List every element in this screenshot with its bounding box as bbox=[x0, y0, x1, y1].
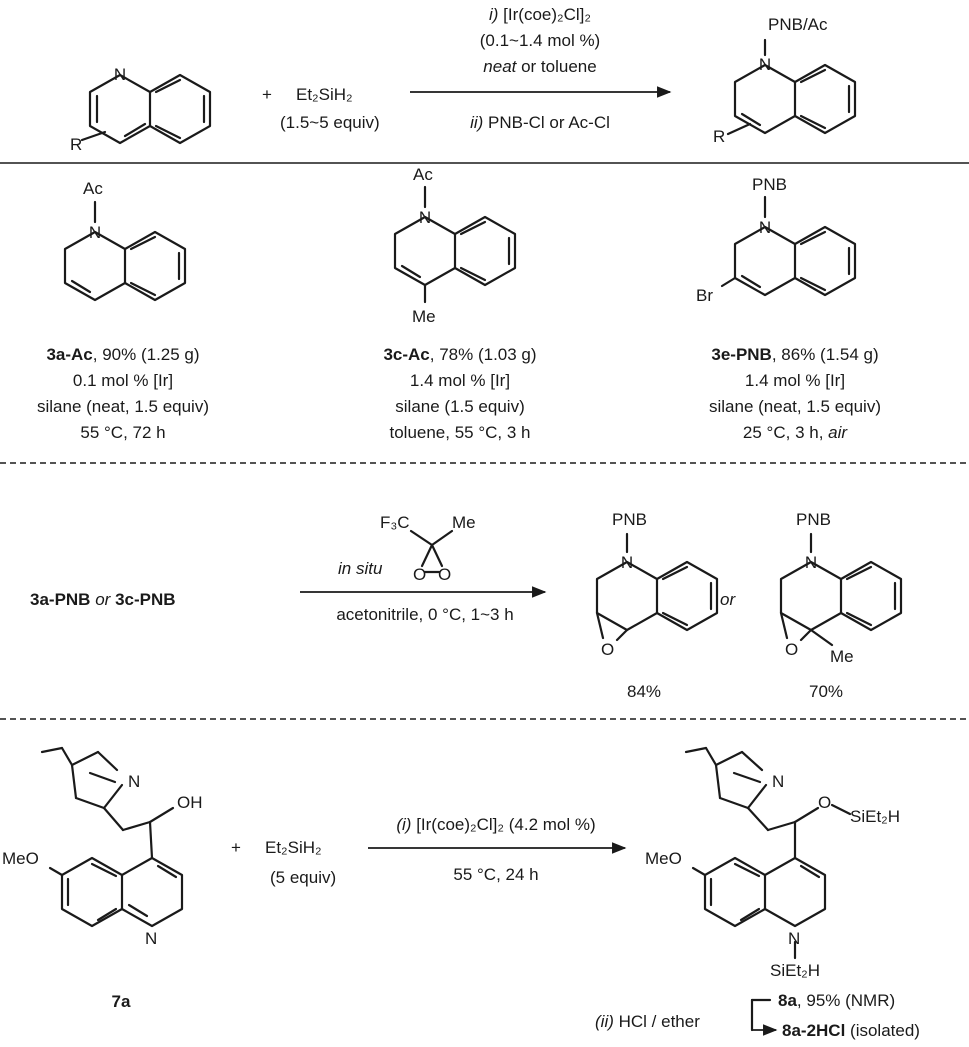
row1-reactant-n: N bbox=[114, 65, 126, 84]
row3-product2-yield: 70% bbox=[809, 682, 843, 701]
row3-dioxirane bbox=[409, 529, 454, 574]
row2-item2-l1: 1.4 mol % [Ir] bbox=[410, 371, 510, 390]
row3-product2-me: Me bbox=[830, 647, 854, 666]
row3-reagent-o1: O bbox=[413, 565, 426, 584]
row2-item2-title: 3c-Ac, 78% (1.03 g) bbox=[383, 345, 536, 364]
row1-reactant-quinoline bbox=[80, 73, 212, 145]
row1-product-n: N bbox=[759, 55, 771, 74]
row4-prod-si2: SiEt₂H bbox=[770, 961, 820, 980]
row1-product-r: R bbox=[713, 127, 725, 146]
row2-item3-title: 3e-PNB, 86% (1.54 g) bbox=[711, 345, 878, 364]
row4-result-8a: 8a, 95% (NMR) bbox=[778, 991, 895, 1010]
row2-item3-top: PNB bbox=[752, 175, 787, 194]
row4-starting-material-quinine bbox=[40, 746, 184, 928]
row3-reagent-o2: O bbox=[438, 565, 451, 584]
row1-product-dihydroquinoline bbox=[726, 38, 857, 136]
row3-reactants: 3a-PNB or 3c-PNB bbox=[30, 590, 176, 609]
row3-reagent-me: Me bbox=[452, 513, 476, 532]
row4-sm-label: 7a bbox=[112, 992, 131, 1011]
row2-item2-l2: silane (1.5 equiv) bbox=[395, 397, 524, 416]
row3-product1-o: O bbox=[601, 640, 614, 659]
row3-product1-n: N bbox=[621, 553, 633, 572]
row2-item3-l3: 25 °C, 3 h, air bbox=[743, 423, 848, 442]
row4-sm-n2: N bbox=[145, 929, 157, 948]
row3-product1-yield: 84% bbox=[627, 682, 661, 701]
row3-condition: acetonitrile, 0 °C, 1~3 h bbox=[336, 605, 513, 624]
row4-prod-meo: MeO bbox=[645, 849, 682, 868]
row2-item1-top: Ac bbox=[83, 179, 103, 198]
row4-plus: + bbox=[231, 838, 241, 857]
row4-silane-equiv: (5 equiv) bbox=[270, 868, 336, 887]
row3-product1-epoxide bbox=[595, 532, 719, 642]
row2-item1-l1: 0.1 mol % [Ir] bbox=[73, 371, 173, 390]
row3-product2-epoxide bbox=[779, 532, 903, 647]
row4-prod-o: O bbox=[818, 793, 831, 812]
row1-plus: + bbox=[262, 85, 272, 104]
row4-prod-n1: N bbox=[772, 772, 784, 791]
row2-product-3c-ac bbox=[393, 185, 517, 304]
row1-reactant-r: R bbox=[70, 135, 82, 154]
row2-item2-l3: toluene, 55 °C, 3 h bbox=[389, 423, 530, 442]
row2-item1-n: N bbox=[89, 223, 101, 242]
row4-result-8a-2hcl: 8a-2HCl (isolated) bbox=[782, 1021, 920, 1040]
row2-item2-top: Ac bbox=[413, 165, 433, 184]
row4-prod-si1: SiEt₂H bbox=[850, 807, 900, 826]
row2-item3-l2: silane (neat, 1.5 equiv) bbox=[709, 397, 881, 416]
row2-item3-l1: 1.4 mol % [Ir] bbox=[745, 371, 845, 390]
row2-item2-n: N bbox=[419, 208, 431, 227]
row3-product1-top: PNB bbox=[612, 510, 647, 529]
row2-product-3e-pnb bbox=[720, 195, 857, 297]
row1-cond-solvent: neat or toluene bbox=[483, 57, 596, 76]
row4-prod-n2: N bbox=[788, 929, 800, 948]
row2-item1-title: 3a-Ac, 90% (1.25 g) bbox=[46, 345, 199, 364]
row2-item2-sub: Me bbox=[412, 307, 436, 326]
row3-product2-n: N bbox=[805, 553, 817, 572]
row3-reagent-cf3: F₃C bbox=[380, 513, 410, 532]
row3-in-situ: in situ bbox=[338, 559, 383, 578]
row1-cond-i: i) [Ir(coe)₂Cl]₂ bbox=[489, 5, 591, 24]
row2-item3-n: N bbox=[759, 218, 771, 237]
row4-sm-meo: MeO bbox=[2, 849, 39, 868]
row1-silane-equiv: (1.5~5 equiv) bbox=[280, 113, 380, 132]
row2-item1-l3: 55 °C, 72 h bbox=[80, 423, 165, 442]
row1-product-top: PNB/Ac bbox=[768, 15, 828, 34]
row2-item1-l2: silane (neat, 1.5 equiv) bbox=[37, 397, 209, 416]
row1-cond-ii: ii) PNB-Cl or Ac-Cl bbox=[470, 113, 610, 132]
row3-or2: or bbox=[720, 590, 736, 609]
row2-item3-sub: Br bbox=[696, 286, 713, 305]
row1-silane: Et₂SiH₂ bbox=[296, 85, 353, 104]
row4-sm-n1: N bbox=[128, 772, 140, 791]
row4-silane: Et₂SiH₂ bbox=[265, 838, 322, 857]
row3-product2-top: PNB bbox=[796, 510, 831, 529]
row4-sm-oh: OH bbox=[177, 793, 203, 812]
row3-product2-o: O bbox=[785, 640, 798, 659]
row4-cond-cat: (i) [Ir(coe)₂Cl]₂ (4.2 mol %) bbox=[396, 815, 595, 834]
row4-cond-temp: 55 °C, 24 h bbox=[453, 865, 538, 884]
row4-product-8a bbox=[684, 746, 852, 960]
row1-cond-loading: (0.1~1.4 mol %) bbox=[480, 31, 600, 50]
row2-product-3a-ac bbox=[63, 200, 187, 302]
row4-step-ii: (ii) HCl / ether bbox=[595, 1012, 700, 1031]
